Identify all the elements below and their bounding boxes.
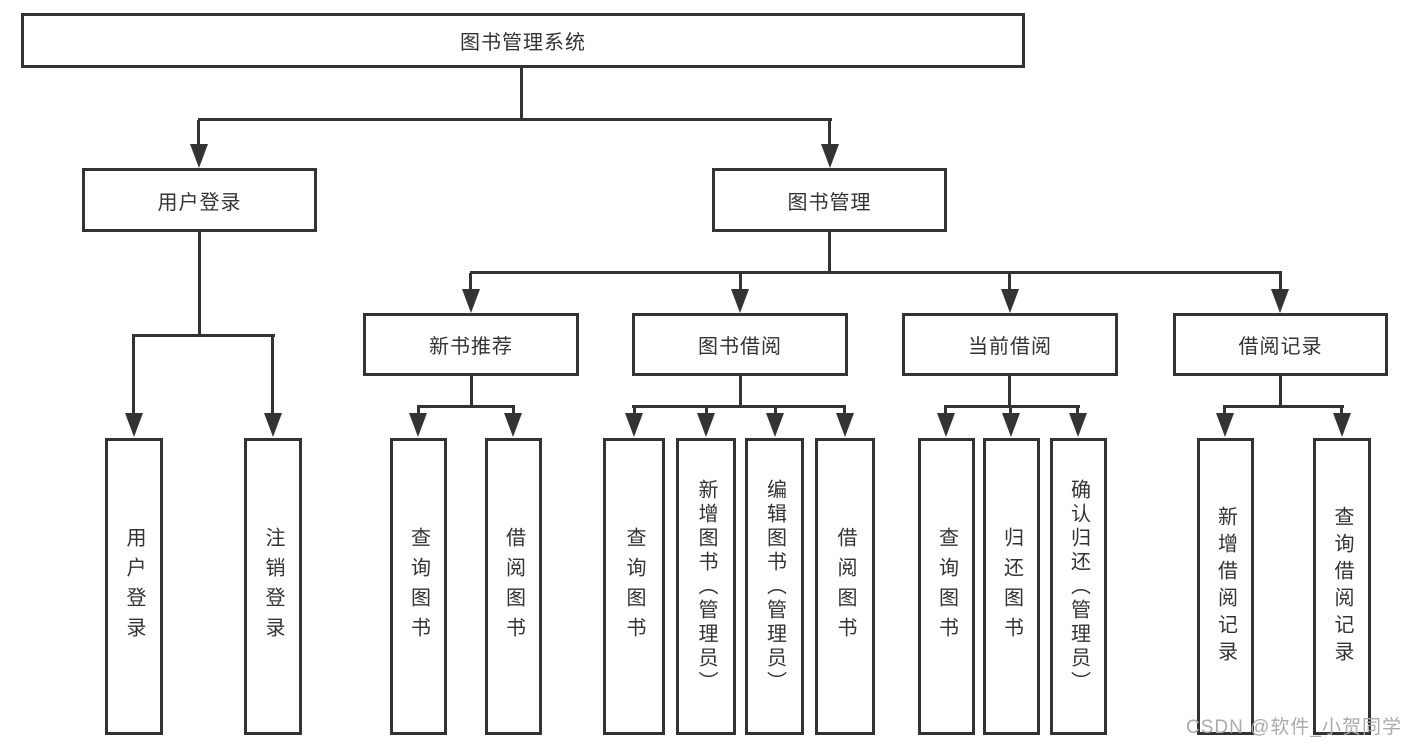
connector-vline	[774, 407, 777, 417]
connector-vline	[271, 336, 274, 418]
connector-vline	[944, 407, 947, 417]
leaf-logout: 注销登录	[244, 438, 302, 735]
connector-vline	[828, 120, 831, 150]
arrowhead	[836, 413, 854, 437]
leaf-edit-books-admin: 编辑图书（管理员）	[745, 438, 804, 735]
arrowhead	[937, 413, 955, 437]
connector-hline	[944, 405, 1080, 408]
connector-vline	[1076, 407, 1079, 417]
arrowhead	[731, 289, 749, 313]
connector-hline	[632, 405, 846, 408]
arrowhead	[1069, 413, 1087, 437]
arrowhead	[190, 144, 208, 168]
connector-vline	[417, 407, 420, 417]
connector-vline	[470, 376, 473, 407]
node-book-management: 图书管理	[712, 168, 947, 232]
leaf-query-books-recommend: 查询图书	[390, 438, 447, 735]
connector-vline	[1008, 273, 1011, 293]
leaf-query-borrow-record: 查询借阅记录	[1313, 438, 1371, 735]
connector-vline	[828, 232, 831, 273]
connector-vline	[1340, 407, 1343, 417]
arrowhead	[821, 144, 839, 168]
watermark: CSDN @软件_小贺同学	[1186, 717, 1402, 738]
leaf-borrow-books-recommend: 借阅图书	[485, 438, 542, 735]
leaf-return-books: 归还图书	[983, 438, 1040, 735]
connector-vline	[843, 407, 846, 417]
arrowhead	[1001, 289, 1019, 313]
connector-vline	[197, 120, 200, 150]
connector-hline	[132, 334, 275, 337]
connector-hline	[470, 271, 1282, 274]
connector-vline	[739, 273, 742, 293]
leaf-add-books-admin: 新增图书（管理员）	[676, 438, 736, 735]
connector-vline	[132, 336, 135, 418]
connector-vline	[1008, 376, 1011, 407]
connector-vline	[520, 68, 523, 120]
node-root: 图书管理系统	[21, 13, 1025, 68]
arrowhead	[766, 413, 784, 437]
leaf-add-borrow-record: 新增借阅记录	[1197, 438, 1254, 735]
connector-vline	[1009, 407, 1012, 417]
node-current-borrow: 当前借阅	[902, 313, 1118, 376]
connector-hline	[417, 405, 515, 408]
arrowhead	[125, 413, 143, 437]
arrowhead	[1333, 413, 1351, 437]
node-book-borrow: 图书借阅	[632, 313, 848, 376]
connector-vline	[512, 407, 515, 417]
connector-vline	[739, 376, 742, 407]
connector-vline	[633, 407, 636, 417]
connector-vline	[705, 407, 708, 417]
leaf-confirm-return-admin: 确认归还（管理员）	[1050, 438, 1107, 735]
arrowhead	[1002, 413, 1020, 437]
leaf-query-books-borrow: 查询图书	[603, 438, 665, 735]
node-borrow-records: 借阅记录	[1173, 313, 1388, 376]
connector-vline	[1279, 273, 1282, 293]
node-user-login: 用户登录	[82, 168, 317, 232]
connector-vline	[1223, 407, 1226, 417]
arrowhead	[504, 413, 522, 437]
arrowhead	[625, 413, 643, 437]
arrowhead	[264, 413, 282, 437]
arrowhead	[462, 289, 480, 313]
arrowhead	[409, 413, 427, 437]
arrowhead	[1271, 289, 1289, 313]
arrowhead	[1216, 413, 1234, 437]
leaf-query-books-current: 查询图书	[918, 438, 975, 735]
leaf-borrow-books-borrow: 借阅图书	[815, 438, 875, 735]
connector-hline	[1223, 405, 1344, 408]
leaf-user-login: 用户登录	[105, 438, 163, 735]
connector-vline	[1279, 376, 1282, 407]
arrowhead	[697, 413, 715, 437]
connector-hline	[198, 118, 832, 121]
connector-vline	[198, 232, 201, 336]
node-new-book-recommend: 新书推荐	[363, 313, 579, 376]
connector-vline	[469, 273, 472, 293]
